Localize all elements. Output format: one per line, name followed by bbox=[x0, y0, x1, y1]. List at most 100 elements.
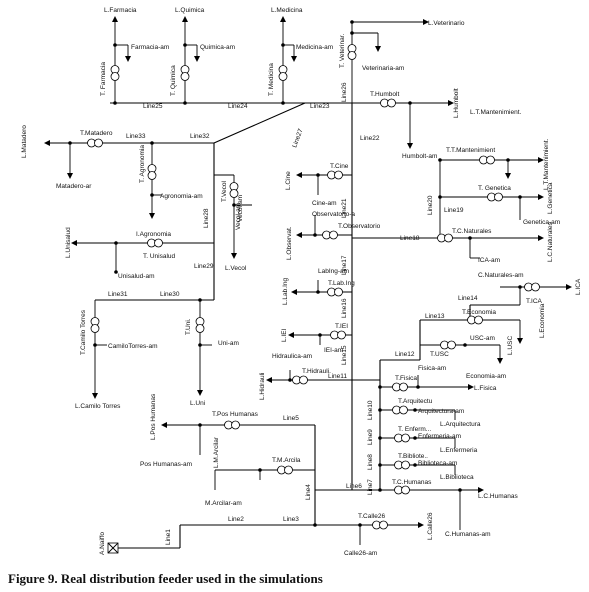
line24-label: Line24 bbox=[228, 103, 248, 110]
arquitectura-branch: T.Arquitectu Arquitectura-am L.Arquitect… bbox=[378, 398, 481, 428]
transformer-fisica-icon bbox=[392, 382, 408, 392]
tx-agronomia-label: T. Agronomia bbox=[139, 145, 146, 183]
transformer-mantenimiento-icon bbox=[479, 155, 495, 165]
transformer-labing-icon bbox=[327, 287, 343, 297]
veterinaria-branch: L.Veterinario Veterinaria-am T. Veterina… bbox=[339, 19, 465, 103]
line5-label: Line5 bbox=[283, 415, 299, 422]
meter-uni-label: Uni-am bbox=[218, 340, 239, 347]
line28-label: Line28 bbox=[203, 208, 210, 228]
load-mantenimiento-label: L.T.Mantenimient. bbox=[543, 139, 550, 190]
meter-calle26-label: Calle26-am bbox=[344, 550, 377, 557]
chumanas-branch: T.C.Humanas L.C.Humanas C.Humanas-am bbox=[378, 479, 518, 538]
medicina-branch: L.Medicina Medicina-am T. Medicina bbox=[268, 7, 333, 105]
tx-uagronomia-label: I.Agronomia bbox=[136, 231, 171, 238]
transformer-economia-icon bbox=[467, 315, 483, 325]
line33-label: Line33 bbox=[126, 133, 146, 140]
load-uni-label: L.Uni bbox=[190, 400, 205, 407]
transformer-uni-icon bbox=[195, 317, 205, 333]
transformer-camilo-icon bbox=[90, 317, 100, 333]
meter-quimica-label: Quimica-am bbox=[200, 44, 235, 51]
tx-enfermeria-label: T. Enferm... bbox=[398, 426, 431, 433]
line11-label: Line11 bbox=[328, 373, 347, 380]
meter-enfermeria-label: Enfermeria-am bbox=[418, 433, 461, 440]
matadero-branch: T.Matadero L.Matadero Matadero-ar bbox=[21, 125, 113, 190]
tx-vecol-label: T.Vecol bbox=[221, 180, 228, 202]
observatorio-branch: T.Observatorio Observatorio-a L.Observat… bbox=[286, 211, 381, 260]
tx-veterinaria-label: T. Veterinar. bbox=[339, 33, 346, 68]
line17-label: Line17 bbox=[341, 255, 348, 275]
vecol-branch: T.Vecol Vecol-am L.Vecol bbox=[214, 174, 252, 272]
load-labing-label: L.Lab.Ing bbox=[282, 278, 289, 305]
fisica-branch: T.Fisica Fisica-am L.Fisica bbox=[378, 365, 497, 392]
transformer-poshumanas-icon bbox=[224, 420, 240, 430]
line6-label: Line6 bbox=[346, 483, 362, 490]
meter-poshumanas-label: Pos Humanas-am bbox=[140, 461, 192, 468]
meter-economia-label: Economia-am bbox=[466, 373, 506, 380]
tx-camilo-label: T.Camilo Torres bbox=[80, 309, 87, 355]
tx-medicina-label: T. Medicina bbox=[268, 63, 275, 96]
line29-label: Line29 bbox=[194, 263, 214, 270]
line26-label: Line26 bbox=[341, 82, 348, 102]
line18-label: Line18 bbox=[400, 235, 420, 242]
ica-branch: C.Naturales-am T.ICA L.ICA bbox=[478, 272, 582, 305]
farmacia-branch: L.Farmacia Farmacia-am T. Farmacia bbox=[100, 7, 169, 105]
transformer-medicina-icon bbox=[278, 65, 288, 81]
tx-poshumanas-label: T.Pos Humanas bbox=[212, 411, 259, 418]
transformer-quimica-icon bbox=[180, 65, 190, 81]
meter-marcilar-label: M.Arcilar-am bbox=[205, 500, 242, 507]
transformer-arquitectura-icon bbox=[392, 405, 408, 415]
load-veterinario-label: L.Veterinario bbox=[428, 20, 465, 27]
transformer-observatorio-icon bbox=[322, 230, 338, 240]
load-poshumanas-label: L.Pos Humanas bbox=[150, 393, 157, 440]
load-humbolt-label: L.Humbolt bbox=[453, 88, 460, 118]
tx-observatorio-label: T.Observatorio bbox=[338, 223, 381, 230]
economia-branch: T.Economia L.Economia Economia-am bbox=[462, 303, 546, 380]
load-camilo-label: L.Camilo Torres bbox=[75, 403, 121, 410]
humbolt-branch: T.Humbolt L.Humbolt Humbolt-am bbox=[352, 88, 460, 160]
transformer-usc-icon bbox=[440, 340, 456, 350]
source-bus: A.Naiffo bbox=[99, 532, 119, 555]
tx-hidraulica-label: T.Hidrauli. bbox=[302, 368, 331, 375]
uni-branch: T.Uni. Uni-am L.Uni bbox=[185, 298, 239, 407]
line21-label: Line21 bbox=[341, 198, 348, 218]
cnaturales-branch: T.C.Naturales ICA-am L.C.Naturales bbox=[437, 222, 554, 264]
load-cnaturales-label: L.C.Naturales bbox=[547, 222, 554, 262]
meter-labing-label: LabIng-am bbox=[318, 268, 349, 275]
meter-cnaturales-label: C.Naturales-am bbox=[478, 272, 524, 279]
iei-branch: T.IEI IEI-am L.IEI bbox=[281, 323, 352, 354]
line23-label: Line23 bbox=[310, 103, 330, 110]
tx-fisica-label: T.Fisica bbox=[395, 375, 417, 382]
tx-ica-label: T.ICA bbox=[526, 298, 543, 305]
meter-vecol-label: Vecol-am bbox=[237, 195, 244, 222]
transformer-matadero-icon bbox=[87, 138, 103, 148]
transformer-calle26-icon bbox=[372, 520, 388, 530]
tx-quimica-label: T. Quimica bbox=[170, 65, 177, 96]
biblioteca-branch: T.Bibliote.. Biblioteca-am L.Biblioteca bbox=[378, 453, 474, 481]
load-hidraulica-label: L.Hidrauli bbox=[259, 373, 266, 400]
meter-cine-label: Cine-am bbox=[312, 200, 337, 207]
load-farmacia-label: L.Farmacia bbox=[104, 7, 137, 14]
load-observatorio-label: L.Observat. bbox=[286, 226, 293, 260]
line25-label: Line25 bbox=[143, 103, 163, 110]
tx-cnaturales-label: T.C.Naturales bbox=[452, 228, 492, 235]
tx-arquitectura-label: T.Arquitectu bbox=[398, 398, 433, 405]
load-iei-label: L.IEI bbox=[281, 328, 288, 342]
agronomia-branch: Agronomia-am T. Agronomia bbox=[139, 141, 203, 219]
feeder-diagram: L.Farmacia Farmacia-am T. Farmacia L.Qui… bbox=[21, 7, 582, 557]
figure-caption: Figure 9. Real distribution feeder used … bbox=[8, 571, 323, 586]
transformer-veterinaria-icon bbox=[347, 44, 357, 60]
transformer-humbolt-icon bbox=[380, 98, 396, 108]
transformer-unisalud-icon bbox=[147, 238, 163, 248]
meter-medicina-label: Medicina-am bbox=[296, 44, 333, 51]
meter-arquitectura-label: Arquitectura-am bbox=[418, 408, 464, 415]
load-mantenimiento-top-label: L.T.Mantenimient. bbox=[470, 109, 521, 116]
load-chumanas-label: L.C.Humanas bbox=[478, 493, 518, 500]
usc-branch: T.USC USC-am L.USC bbox=[420, 335, 514, 364]
transformer-cine-icon bbox=[327, 170, 343, 180]
meter-biblioteca-label: Biblioteca-am bbox=[418, 460, 457, 467]
meter-usc-label: USC-am bbox=[470, 335, 495, 342]
cine-branch: T.Cine L.Cine Cine-am bbox=[285, 163, 352, 207]
tx-unisalud-label: T. Unisalud bbox=[143, 253, 176, 260]
line16-label: Line16 bbox=[341, 298, 348, 318]
line30-label: Line30 bbox=[160, 291, 180, 298]
